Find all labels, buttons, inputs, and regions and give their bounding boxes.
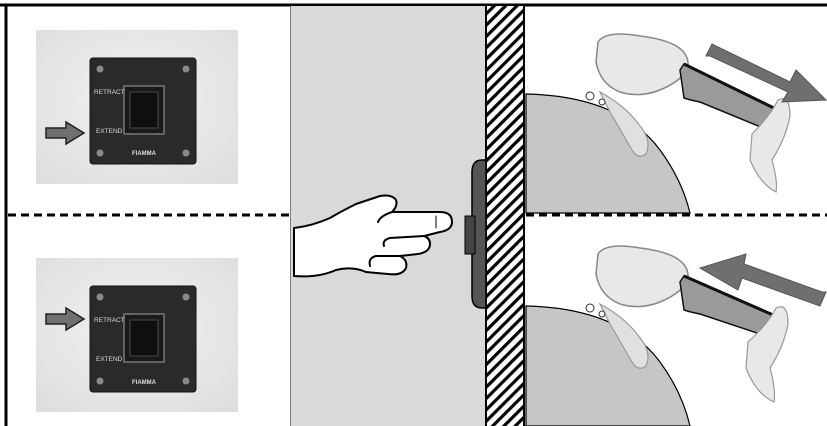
awning-retract-illustration bbox=[526, 246, 826, 426]
switch-photo-bottom: RETRACT EXTEND FIAMMA bbox=[36, 258, 238, 412]
hatched-wall bbox=[486, 6, 524, 426]
label-extend: EXTEND bbox=[96, 128, 123, 135]
vehicle-roof bbox=[526, 94, 690, 213]
label-retract: RETRACT bbox=[94, 317, 125, 324]
vehicle-roof bbox=[526, 306, 690, 426]
awning-extend-illustration bbox=[526, 34, 826, 213]
awning-case bbox=[596, 34, 688, 95]
brand-logo: FIAMMA bbox=[132, 380, 157, 386]
switch-photo-top: RETRACT EXTEND FIAMMA bbox=[36, 30, 238, 184]
awning-case bbox=[596, 246, 688, 307]
brand-logo: FIAMMA bbox=[132, 151, 157, 157]
label-retract: RETRACT bbox=[94, 89, 125, 96]
label-extend: EXTEND bbox=[96, 356, 123, 363]
